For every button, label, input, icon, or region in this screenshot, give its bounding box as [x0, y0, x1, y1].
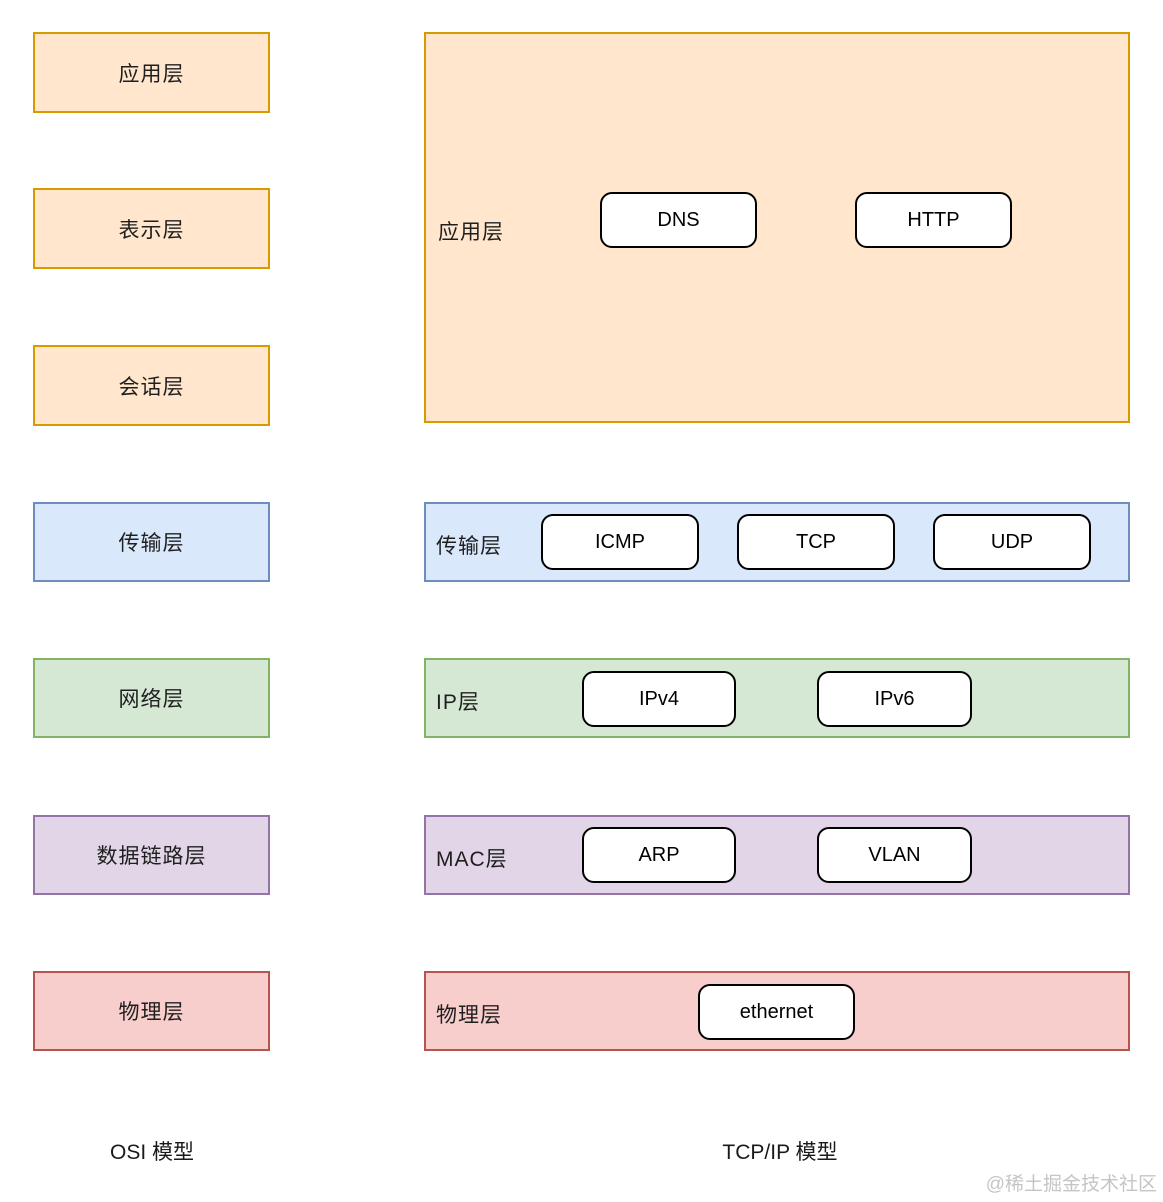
protocol-label: HTTP: [907, 208, 960, 231]
osi-layer-network: 网络层: [33, 658, 270, 738]
protocol-label: TCP: [796, 530, 836, 553]
protocol-label: ARP: [638, 843, 680, 866]
protocol-chip-arp: ARP: [582, 827, 736, 883]
protocol-label: DNS: [657, 208, 700, 231]
protocol-chip-tcp: TCP: [737, 514, 895, 570]
protocol-label: ethernet: [739, 1000, 814, 1023]
protocol-chip-dns: DNS: [600, 192, 757, 248]
osi-layer-label: 传输层: [118, 532, 185, 555]
osi-model-caption: OSI 模型: [109, 1141, 195, 1164]
osi-layer-label: 会话层: [118, 375, 185, 399]
tcpip-layer-mac: [424, 815, 1130, 895]
watermark: @稀土掘金技术社区: [985, 1174, 1157, 1195]
osi-layer-transport: 传输层: [33, 502, 270, 582]
protocol-label: ICMP: [595, 530, 645, 553]
tcpip-layer-label-transport: 传输层: [436, 535, 502, 558]
tcpip-layer-label-application: 应用层: [438, 221, 504, 244]
osi-layer-physical: 物理层: [33, 971, 270, 1051]
tcpip-model-caption: TCP/IP 模型: [722, 1141, 838, 1164]
osi-layer-application: 应用层: [33, 32, 270, 113]
osi-layer-label: 物理层: [118, 1001, 185, 1024]
tcpip-layer-label-mac: MAC层: [436, 848, 508, 871]
protocol-chip-ipv4: IPv4: [582, 671, 736, 727]
osi-layer-label: 表示层: [118, 218, 185, 242]
protocol-chip-udp: UDP: [933, 514, 1091, 570]
tcpip-layer-ip: [424, 658, 1130, 738]
protocol-chip-icmp: ICMP: [541, 514, 699, 570]
osi-layer-datalink: 数据链路层: [33, 815, 270, 895]
protocol-label: IPv6: [874, 687, 915, 710]
tcpip-layer-application: [424, 32, 1130, 423]
protocol-chip-vlan: VLAN: [817, 827, 972, 883]
protocol-chip-http: HTTP: [855, 192, 1012, 248]
osi-layer-session: 会话层: [33, 345, 270, 426]
tcpip-layer-label-ip: IP层: [436, 691, 480, 714]
protocol-label: IPv4: [638, 687, 680, 710]
osi-layer-label: 应用层: [118, 62, 185, 86]
protocol-label: UDP: [990, 530, 1034, 553]
protocol-label: VLAN: [868, 843, 921, 866]
osi-layer-label: 网络层: [118, 688, 185, 711]
osi-layer-label: 数据链路层: [96, 845, 207, 868]
protocol-chip-ipv6: IPv6: [817, 671, 972, 727]
osi-layer-presentation: 表示层: [33, 188, 270, 269]
tcpip-layer-label-physical: 物理层: [436, 1004, 502, 1027]
protocol-chip-ethernet: ethernet: [698, 984, 855, 1040]
